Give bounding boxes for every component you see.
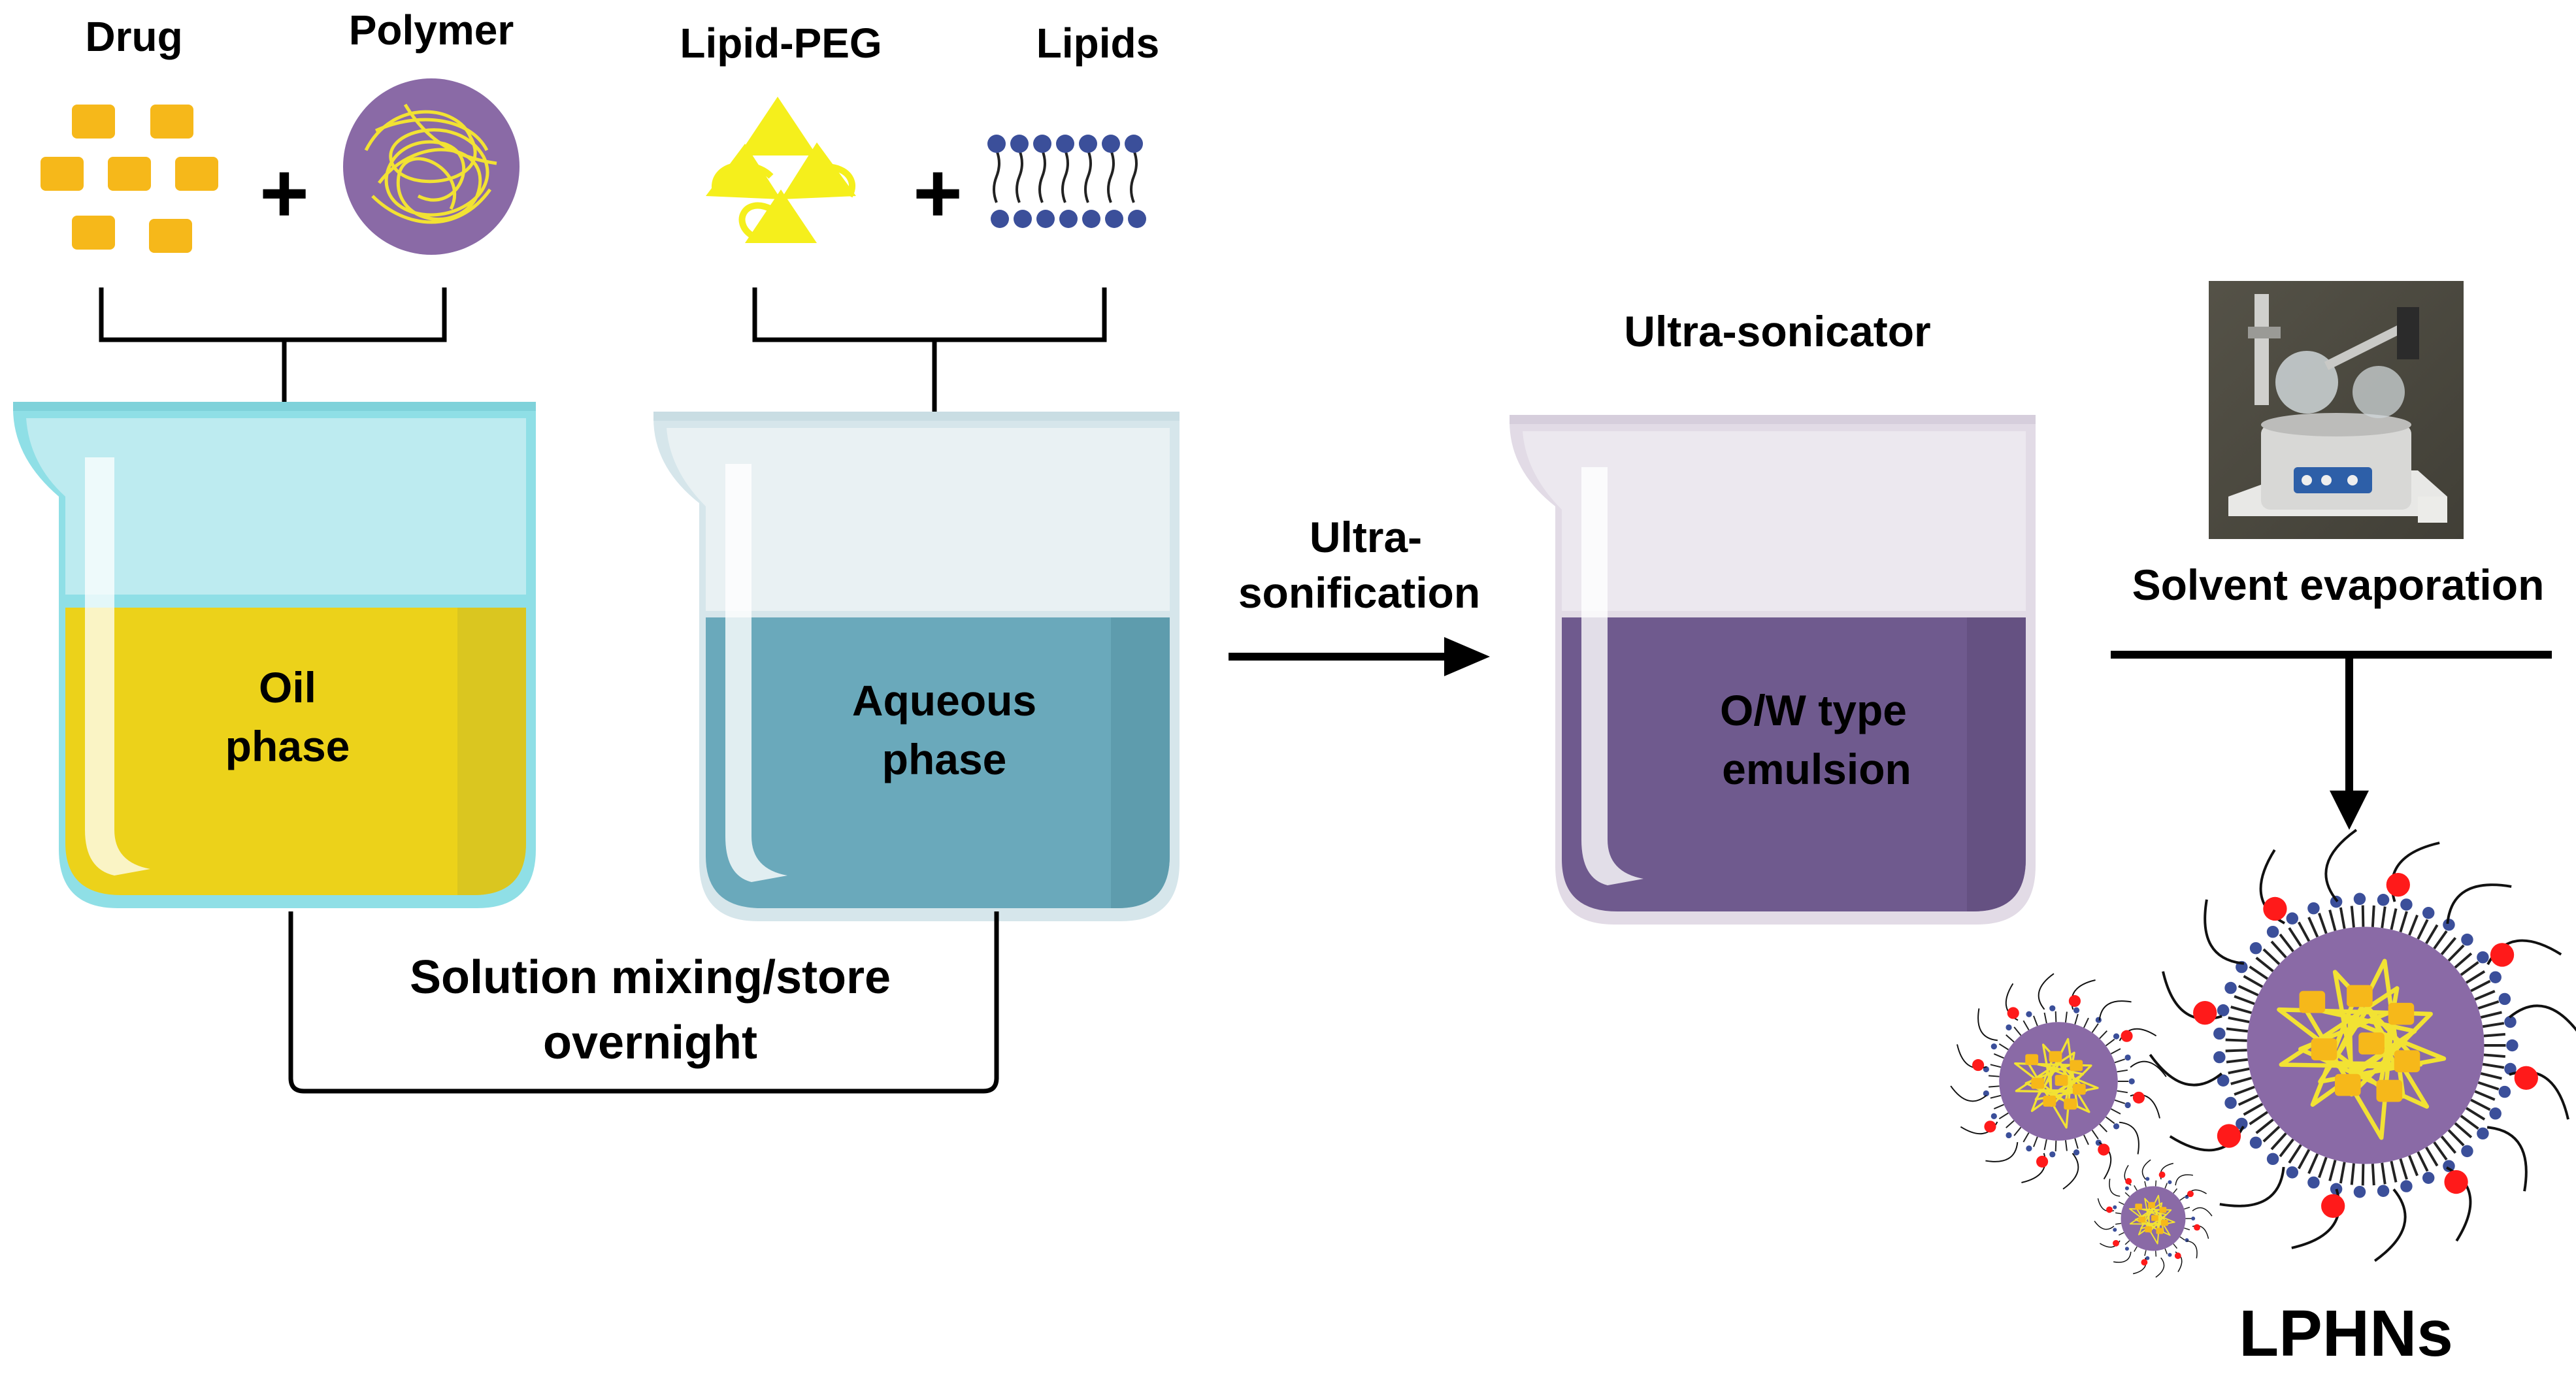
lipid-bilayer-icon — [987, 135, 1146, 228]
ultrasonification-label-line1: Ultra- — [1310, 513, 1422, 561]
oil-phase-label-line1: Oil — [259, 663, 316, 712]
rotary-evaporator-photo — [2209, 281, 2464, 539]
oil-phase-beaker — [13, 402, 536, 908]
mixing-bracket — [288, 911, 999, 1094]
mixing-label-line2: overnight — [543, 1017, 757, 1069]
drug-label: Drug — [85, 13, 182, 60]
ultra-sonicator-label: Ultra-sonicator — [1624, 307, 1930, 355]
lphn-small-particle — [2094, 1159, 2213, 1278]
emulsion-label-line2: emulsion — [1722, 745, 1911, 793]
polymer-coil-icon — [343, 78, 520, 255]
emulsion-beaker — [1510, 415, 2036, 925]
emulsion-label-line1: O/W type — [1720, 686, 1907, 734]
oil-phase-label-line2: phase — [225, 722, 350, 770]
lipid-peg-triangles-icon — [706, 97, 856, 243]
aqueous-phase-label-line1: Aqueous — [852, 676, 1036, 725]
drug-squares-icon — [41, 105, 218, 253]
polymer-label: Polymer — [349, 7, 514, 54]
ultrasonification-arrow-head — [1444, 637, 1490, 676]
aqueous-phase-label-line2: phase — [882, 735, 1007, 783]
lphn-medium-particle — [1950, 973, 2167, 1190]
plus-sign-1: + — [259, 145, 309, 240]
solvent-evaporation-label: Solvent evaporation — [2132, 561, 2545, 609]
plus-sign-2: + — [913, 145, 963, 240]
mixing-label-line1: Solution mixing/store — [410, 951, 891, 1004]
evaporation-arrow-head — [2330, 791, 2369, 830]
lipid-peg-label: Lipid-PEG — [680, 20, 882, 67]
ultrasonification-label-line2: sonification — [1238, 568, 1480, 617]
lphn-large-particle — [2149, 828, 2576, 1262]
aqueous-phase-beaker — [653, 412, 1180, 921]
lphns-label: LPHNs — [2239, 1297, 2453, 1370]
lipids-label: Lipids — [1036, 20, 1159, 67]
